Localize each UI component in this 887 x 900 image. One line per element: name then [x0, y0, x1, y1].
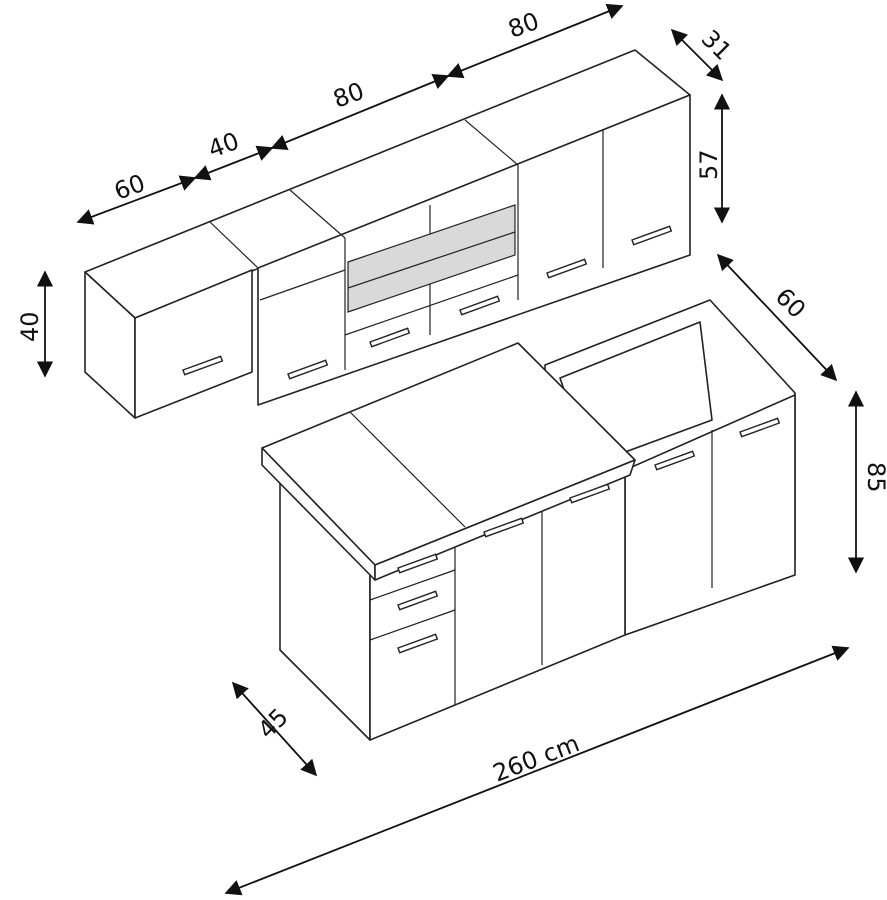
countertop-edge-front — [374, 459, 636, 581]
dimension-lines — [36, 3, 865, 896]
label-hood-cabinet-height: 40 — [16, 311, 44, 342]
label-upper-right-width: 80 — [504, 7, 542, 44]
handle — [397, 553, 439, 574]
handle — [739, 417, 781, 438]
handle — [182, 355, 224, 376]
handle — [483, 517, 525, 538]
label-base-height: 85 — [862, 462, 887, 493]
label-upper-glass-width: 80 — [329, 77, 367, 114]
hood-cabinet-door — [134, 269, 253, 419]
handle — [654, 450, 696, 471]
handle — [287, 359, 329, 380]
handle — [397, 590, 439, 611]
label-upper-left-width: 60 — [110, 169, 148, 206]
label-upper-narrow-width: 40 — [204, 127, 242, 164]
label-total-length: 260 cm — [489, 729, 583, 787]
label-island-depth: 45 — [252, 703, 293, 744]
handle — [369, 327, 411, 348]
upper-cabinets — [84, 49, 691, 419]
label-upper-height: 57 — [695, 149, 723, 180]
handle — [569, 483, 611, 504]
handle — [459, 295, 501, 316]
base-cabinets — [261, 299, 796, 741]
handle — [546, 258, 588, 279]
handle — [631, 225, 673, 246]
glass-shelf-opening — [347, 204, 516, 313]
